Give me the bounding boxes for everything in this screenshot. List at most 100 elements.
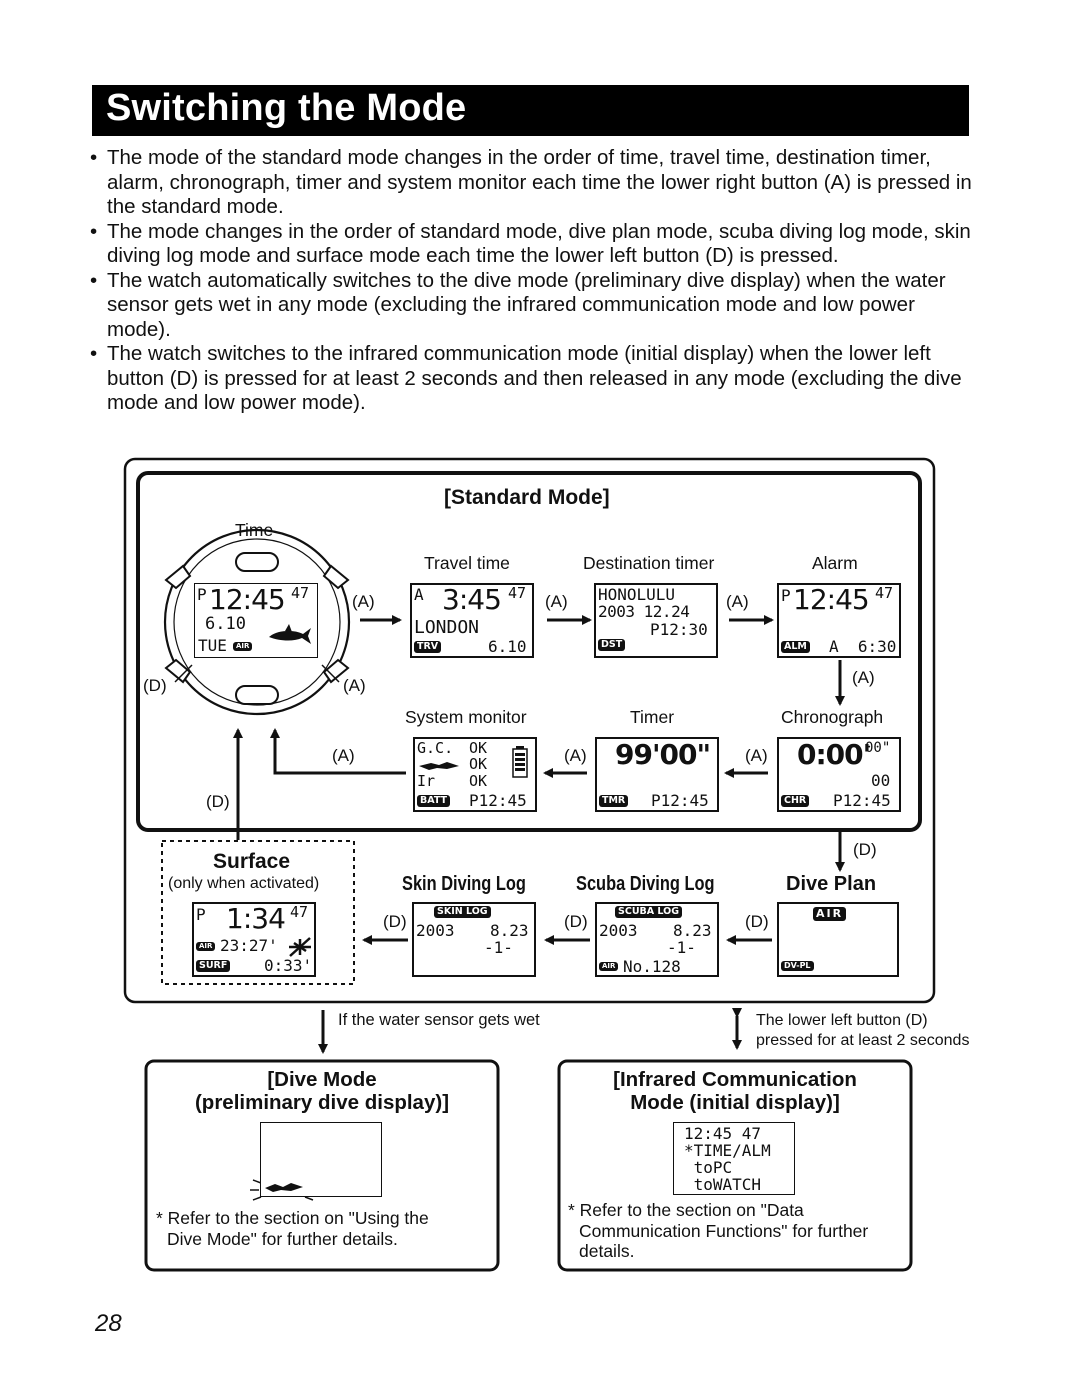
destination-city: HONOLULU [598, 585, 676, 604]
button-a-label: (A) [564, 746, 587, 765]
sysmon-time: P12:45 [469, 791, 527, 810]
trv-badge: TRV [414, 641, 442, 653]
skin-log-index: -1- [484, 938, 513, 957]
alarm-display: P 12:45 47 ALM A 6:30 [777, 583, 901, 658]
note-line: * Refer to the section on "Data [568, 1200, 804, 1220]
diver-icon [265, 1183, 303, 1192]
alarm-seconds: 47 [875, 584, 894, 602]
timer-label: Timer [630, 707, 675, 727]
destination-timer-label: Destination timer [583, 553, 715, 573]
bullet-list: The mode of the standard mode changes in… [90, 146, 980, 416]
surface-note: (only when activated) [168, 875, 320, 892]
air-badge: AIR [599, 962, 619, 972]
scuba-log-badge: SCUBA LOG [615, 906, 683, 918]
button-d-label: (D) [383, 912, 407, 931]
section-title: Switching the Mode [106, 87, 467, 129]
infrared-mode-title: [Infrared Communication Mode (initial di… [559, 1068, 911, 1114]
surface-dashed-frame [161, 840, 355, 985]
timer-display: 99'00" TMR P12:45 [595, 737, 719, 812]
button-a-label: (A) [352, 592, 375, 611]
infrared-mode-frame [557, 1059, 913, 1272]
travel-time-label: Travel time [424, 553, 510, 573]
surface-interval: 23:27' [220, 936, 278, 955]
scuba-log-index: -1- [667, 938, 696, 957]
ir-screen-line: 12:45 47 [684, 1124, 762, 1143]
button-d-label: (D) [564, 912, 588, 931]
bullet-item: The mode of the standard mode changes in… [90, 146, 980, 220]
scuba-log-year: 2003 [599, 921, 638, 940]
system-monitor-label: System monitor [405, 707, 527, 727]
system-monitor-display: G.C. OK OK Ir OK BATT P12:45 [413, 737, 537, 812]
alarm-hour-minute: 12:45 [793, 583, 870, 616]
destination-time: P12:30 [650, 620, 708, 639]
lower-left-button-note: The lower left button (D) pressed for at… [756, 1011, 969, 1051]
travel-hour-minute: 3:45 [442, 583, 502, 616]
surface-display: P 1:34 47 AIR 23:27' SURF 0:33' [192, 902, 316, 977]
time-day: TUE [198, 636, 227, 655]
alarm-ampm: P [781, 586, 791, 605]
air-badge: AIR [233, 642, 253, 652]
scuba-log-display: SCUBA LOG 2003 8.23 -1- AIR No.128 [595, 902, 719, 977]
button-d-label: (D) [143, 676, 167, 695]
time-seconds: 47 [291, 584, 310, 602]
title-line: Mode (initial display)] [630, 1091, 840, 1114]
diver-icon [419, 762, 459, 770]
dive-plan-title: Dive Plan [786, 873, 877, 895]
skin-diving-log-title: Skin Diving Log [402, 873, 526, 895]
title-line: [Dive Mode [267, 1068, 377, 1091]
time-hour-minute: 12:45 [209, 583, 286, 616]
alarm-label: Alarm [812, 553, 858, 573]
surface-elapsed: 0:33' [264, 956, 313, 975]
sysmon-row-value: OK [469, 772, 488, 790]
destination-timer-display: HONOLULU 2003 12.24 P12:30 DST [594, 583, 718, 658]
time-label: Time [235, 520, 274, 540]
travel-date: 6.10 [488, 637, 527, 656]
timer-time: P12:45 [651, 791, 709, 810]
note-line: pressed for at least 2 seconds [756, 1032, 970, 1049]
surf-badge: SURF [196, 960, 231, 972]
sysmon-row-value: OK [469, 739, 488, 757]
chronograph-display: 0:00' 00" 00 CHR P12:45 [777, 737, 901, 812]
sysmon-row-value: OK [469, 755, 488, 773]
dive-mode-frame [144, 1059, 500, 1272]
button-d-label: (D) [206, 792, 230, 811]
ir-screen-line: toWATCH [684, 1175, 762, 1194]
dive-plan-display: AIR DV-PL [777, 902, 899, 977]
timer-value: 99'00" [615, 738, 711, 771]
chr-badge: CHR [781, 795, 810, 807]
watch-outline [163, 528, 351, 716]
note-line: Dive Mode" for further details. [167, 1228, 398, 1249]
button-a-label: (A) [852, 668, 875, 687]
button-a-label: (A) [332, 746, 355, 765]
button-a-label: (A) [343, 676, 366, 695]
surface-ampm: P [196, 905, 206, 924]
infrared-mode-note: * Refer to the section on "Data Communic… [568, 1200, 868, 1262]
skin-log-display: SKIN LOG 2003 8.23 -1- [412, 902, 536, 977]
surface-title: Surface [213, 850, 291, 873]
travel-prefix: A [414, 585, 424, 604]
title-line: [Infrared Communication [613, 1068, 857, 1091]
batt-badge: BATT [417, 795, 451, 807]
note-line: Communication Functions" for further [579, 1220, 869, 1241]
title-line: (preliminary dive display)] [194, 1091, 450, 1114]
sysmon-row-key: G.C. [417, 739, 454, 757]
battery-icon [512, 746, 528, 778]
no-fly-icon [289, 937, 311, 957]
button-a-label: (A) [745, 746, 768, 765]
chronograph-label: Chronograph [781, 707, 884, 727]
time-date: 6.10 [205, 614, 246, 634]
travel-seconds: 47 [508, 584, 527, 602]
note-line: details. [579, 1241, 635, 1261]
note-line: The lower left button (D) [756, 1012, 928, 1029]
bullet-item: The watch automatically switches to the … [90, 269, 980, 343]
skin-log-date: 8.23 [490, 921, 529, 940]
section-title-bar: Switching the Mode [92, 85, 969, 136]
chronograph-value: 0:00' [797, 738, 871, 771]
dive-plan-air-badge: AIR [813, 907, 847, 921]
chronograph-laps: 00 [871, 771, 891, 790]
surface-hour-minute: 1:34 [226, 902, 286, 935]
dive-mode-title: [Dive Mode (preliminary dive display)] [146, 1068, 498, 1114]
dive-mode-note: * Refer to the section on "Using the Div… [156, 1208, 429, 1249]
scuba-log-number: No.128 [623, 957, 681, 976]
